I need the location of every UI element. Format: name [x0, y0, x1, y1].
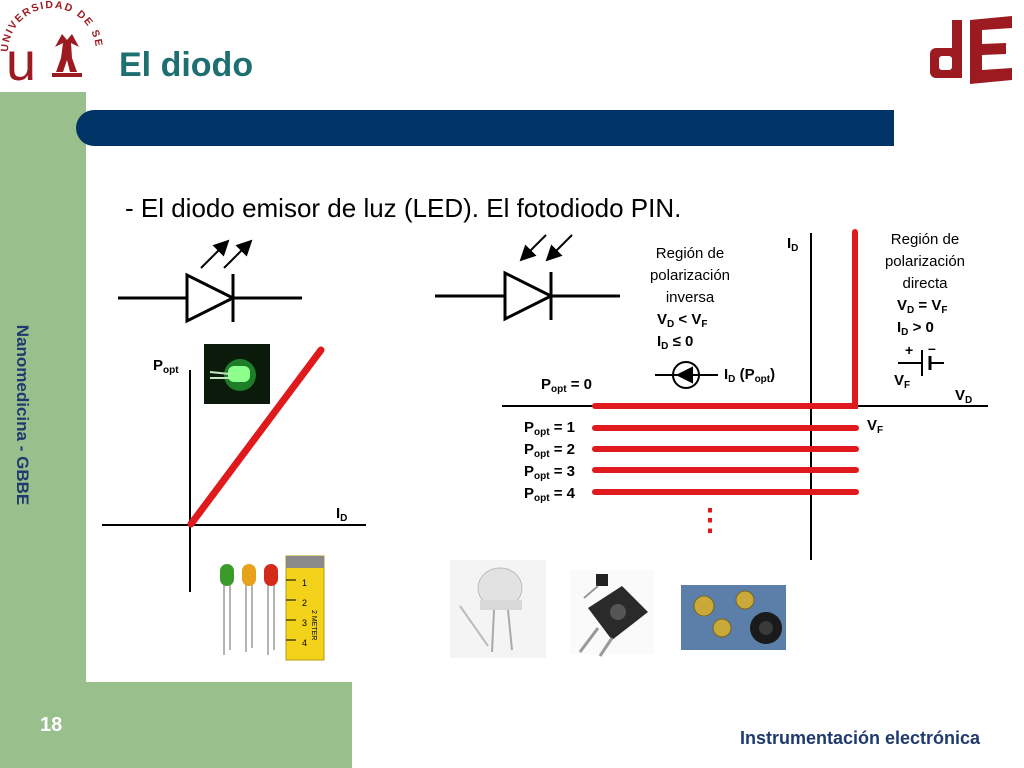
- pin-curves: [592, 229, 859, 495]
- clear-led-photo: [450, 560, 546, 658]
- led-x-label: ID: [336, 505, 347, 524]
- ellipsis: ⋮: [695, 504, 725, 537]
- led-symbol: [118, 239, 302, 324]
- direct-region-label: Región de polarización directa: [885, 231, 965, 292]
- colored-leds-photo: [220, 564, 278, 655]
- de-logo: dE: [930, 16, 1012, 84]
- popt-label-0: Popt = 0: [541, 376, 592, 395]
- led-y-label: Popt: [153, 357, 179, 376]
- popt-label-4: Popt = 4: [524, 485, 576, 504]
- svg-text:2: 2: [302, 598, 307, 608]
- pin-photodiode-photo: [570, 570, 654, 657]
- svg-text:directa: directa: [902, 275, 948, 292]
- inverse-region-label: Región de polarización inversa: [650, 245, 730, 306]
- header-bar: [76, 110, 894, 146]
- svg-text:Región de: Región de: [891, 231, 959, 248]
- svg-text:3: 3: [302, 618, 307, 628]
- pin-x-label: VD: [955, 387, 972, 406]
- led-graph-axes: [102, 370, 366, 592]
- svg-text:2 METER: 2 METER: [310, 610, 317, 640]
- popt-label-3: Popt = 3: [524, 463, 575, 482]
- green-led-photo: [204, 344, 270, 404]
- page-number: 18: [40, 714, 63, 736]
- page-title: El diodo: [119, 46, 254, 84]
- svg-text:inversa: inversa: [666, 289, 715, 306]
- direct-cond-1: VD = VF: [897, 297, 947, 316]
- popt-label-2: Popt = 2: [524, 441, 575, 460]
- battery-plus: +: [905, 342, 913, 358]
- inverse-cond-2: ID ≤ 0: [657, 333, 693, 352]
- side-band: [0, 92, 86, 768]
- photodiodes-photo: [681, 585, 786, 650]
- photocurrent-label: ID (Popt): [724, 366, 775, 385]
- green-led: [220, 564, 234, 586]
- subtitle: - El diodo emisor de luz (LED). El fotod…: [125, 193, 682, 223]
- svg-text:polarización: polarización: [885, 253, 965, 270]
- direct-cond-2: ID > 0: [897, 319, 934, 338]
- universidad-de-sevilla-logo: UNIVERSIDAD DE SEVILLA u: [0, 0, 103, 92]
- svg-text:1: 1: [302, 578, 307, 588]
- svg-text:u: u: [6, 32, 36, 92]
- pin-y-label: ID: [787, 235, 798, 254]
- battery-label: VF: [894, 372, 910, 391]
- current-source-symbol: [655, 361, 718, 389]
- inverse-cond-1: VD < VF: [657, 311, 707, 330]
- battery-minus: –: [928, 340, 936, 356]
- svg-text:polarización: polarización: [650, 267, 730, 284]
- svg-text:4: 4: [302, 638, 307, 648]
- bottom-band: [0, 682, 352, 768]
- photodiode-symbol: [435, 234, 620, 322]
- ruler-photo: 1 2 3 4 2 METER: [285, 555, 325, 661]
- vf-label: VF: [867, 417, 883, 436]
- footer-title: Instrumentación electrónica: [740, 728, 981, 748]
- battery-symbol: [898, 350, 944, 376]
- led-curve: [187, 346, 325, 528]
- svg-text:Región de: Región de: [656, 245, 724, 262]
- popt-label-1: Popt = 1: [524, 419, 575, 438]
- orange-led: [242, 564, 256, 586]
- red-led: [264, 564, 278, 586]
